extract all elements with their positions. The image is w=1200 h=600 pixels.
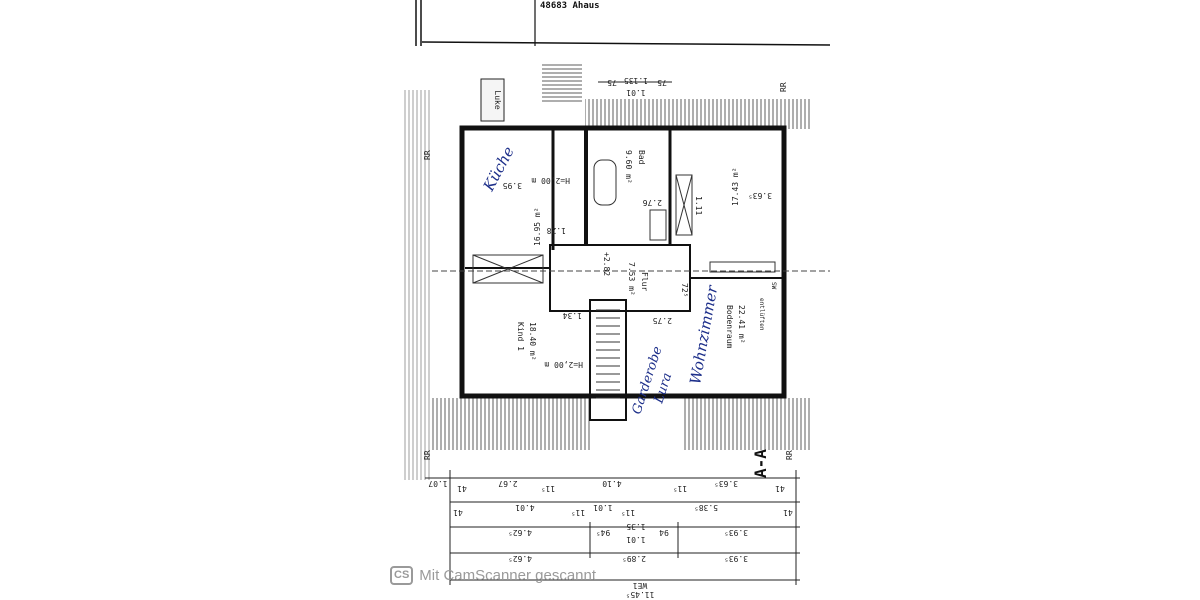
walls	[459, 125, 787, 421]
dim-text: 1.11	[694, 196, 703, 215]
roof-hatch-bottom-left	[432, 398, 592, 450]
dim-row-1: 1.07 41 2.67 11⁵ 4.10 11⁵ 3.63⁵ 41	[428, 479, 785, 493]
roof-hatch-opening	[480, 78, 505, 122]
dim-text: 3.63⁵	[748, 191, 772, 200]
dim-text: 41	[453, 508, 463, 517]
room-right: 17.43 m² 3.63⁵ 1.11	[694, 167, 772, 215]
dim-text: 75	[657, 78, 667, 87]
roof-hatch-left	[402, 90, 430, 480]
room-name: Flur	[640, 272, 649, 291]
roof-hatch-dormer	[542, 62, 582, 102]
room-name: Bad	[637, 150, 646, 165]
roof-edge-label: RR	[423, 150, 432, 160]
room-hall: Flur 7.53 m² +2.82	[602, 252, 649, 296]
dim-text: 1.07	[428, 479, 447, 488]
dim-row-4: 4.62⁵ 2.89⁵ 3.93⁵	[508, 554, 748, 563]
dim-text: 75	[607, 78, 617, 87]
roof-edge-label: RR	[423, 450, 432, 460]
dim-text: 72⁵	[680, 283, 689, 297]
vent-label: entlüften	[758, 298, 765, 331]
dim-text: 4.62⁵	[508, 528, 532, 537]
built-in-cabinets	[472, 159, 776, 284]
dim-text: 2.76	[643, 198, 662, 207]
ceiling-height: H=2,00 m	[531, 176, 570, 185]
room-area: 17.43 m²	[731, 167, 740, 206]
dim-text: 4.01	[515, 503, 534, 512]
dim-text: 4.10	[602, 479, 621, 488]
dimension-chains	[425, 470, 800, 585]
room-bath: Bad 9.60 m² 2.76	[624, 150, 662, 207]
dim-text: 41	[783, 508, 793, 517]
dim-text: 1.34	[563, 311, 582, 320]
address-text: 48683 Ahaus	[540, 1, 600, 11]
room-area: 9.60 m²	[624, 150, 633, 184]
room-area: 7.53 m²	[627, 262, 636, 296]
room-name: Bodenraum	[725, 305, 734, 349]
dim-text: 5.38⁵	[694, 503, 718, 512]
dim-text: 94	[659, 528, 669, 537]
dim-text: 11⁵	[621, 508, 635, 517]
title-block: 48683 Ahaus	[415, 0, 831, 46]
watermark-text: Mit CamScanner gescannt	[419, 567, 597, 584]
dim-text: 4.62⁵	[508, 554, 532, 563]
dim-text: 41	[775, 484, 785, 493]
vent-label: SW	[770, 282, 777, 290]
dim-text: 3.63⁵	[714, 479, 738, 488]
roof-edge-label: RR	[785, 450, 794, 460]
dim-text: 11⁵	[673, 484, 687, 493]
dim-text: 2.75	[653, 316, 672, 325]
dim-text: 1.01	[593, 503, 612, 512]
camscanner-logo: CS	[390, 566, 414, 585]
dim-text: 3.93⁵	[724, 554, 748, 563]
room-child: Kind 1 18.40 m² H=2,00 m 1.34	[516, 311, 583, 369]
unit-label: WE1	[633, 581, 648, 590]
hatch-label: Luke	[493, 90, 502, 109]
room-area: 22.41 m²	[737, 305, 746, 344]
dim-text: 1.01	[626, 535, 645, 544]
handwritten-living: Wohnzimmer	[686, 283, 721, 385]
ceiling-height: H=2,00 m	[544, 360, 583, 369]
dim-text: 11.45⁵	[626, 590, 655, 599]
room-area: 18.40 m²	[528, 322, 537, 361]
room-name: Kind 1	[516, 322, 525, 351]
dim-text: 1.28	[547, 226, 566, 235]
dim-text: 11⁵	[571, 508, 585, 517]
dim-text: 1.135	[624, 76, 648, 85]
dim-text: 11⁵	[541, 484, 555, 493]
room-attic: Bodenraum 22.41 m² 2.75 72⁵ entlüften SW	[653, 282, 777, 349]
dim-row-5: WE1 11.45⁵	[626, 581, 655, 599]
level-text: +2.82	[602, 252, 611, 276]
room-area: 16.95 m²	[533, 207, 542, 246]
dim-text: 1.35	[626, 522, 645, 531]
dim-text: 2.67	[498, 479, 517, 488]
top-dimensions: 75 1.01 1.135 75	[598, 76, 672, 97]
dim-text: 41	[457, 484, 467, 493]
room-kitchen: 16.95 m² 3.95 H=2,00 m 1.28	[503, 176, 570, 246]
dim-text: 1.01	[626, 88, 645, 97]
dim-row-2: 41 4.01 11⁵ 1.01 11⁵ 5.38⁵ 41	[453, 503, 793, 517]
dim-text: 3.95	[503, 181, 522, 190]
roof-hatch-bottom-right	[682, 398, 810, 450]
roof-hatch-top	[585, 99, 810, 129]
dim-text: 94⁵	[596, 528, 610, 537]
dim-text: 2.89⁵	[622, 554, 646, 563]
dim-row-3: 4.62⁵ 94⁵ 1.01 1.35 94 3.93⁵	[508, 522, 748, 544]
dim-text: 3.93⁵	[724, 528, 748, 537]
roof-edge-label: RR	[779, 82, 788, 92]
camscanner-watermark: CS Mit CamScanner gescannt	[390, 566, 596, 585]
section-label: A-A	[751, 449, 770, 478]
staircase	[596, 309, 620, 399]
